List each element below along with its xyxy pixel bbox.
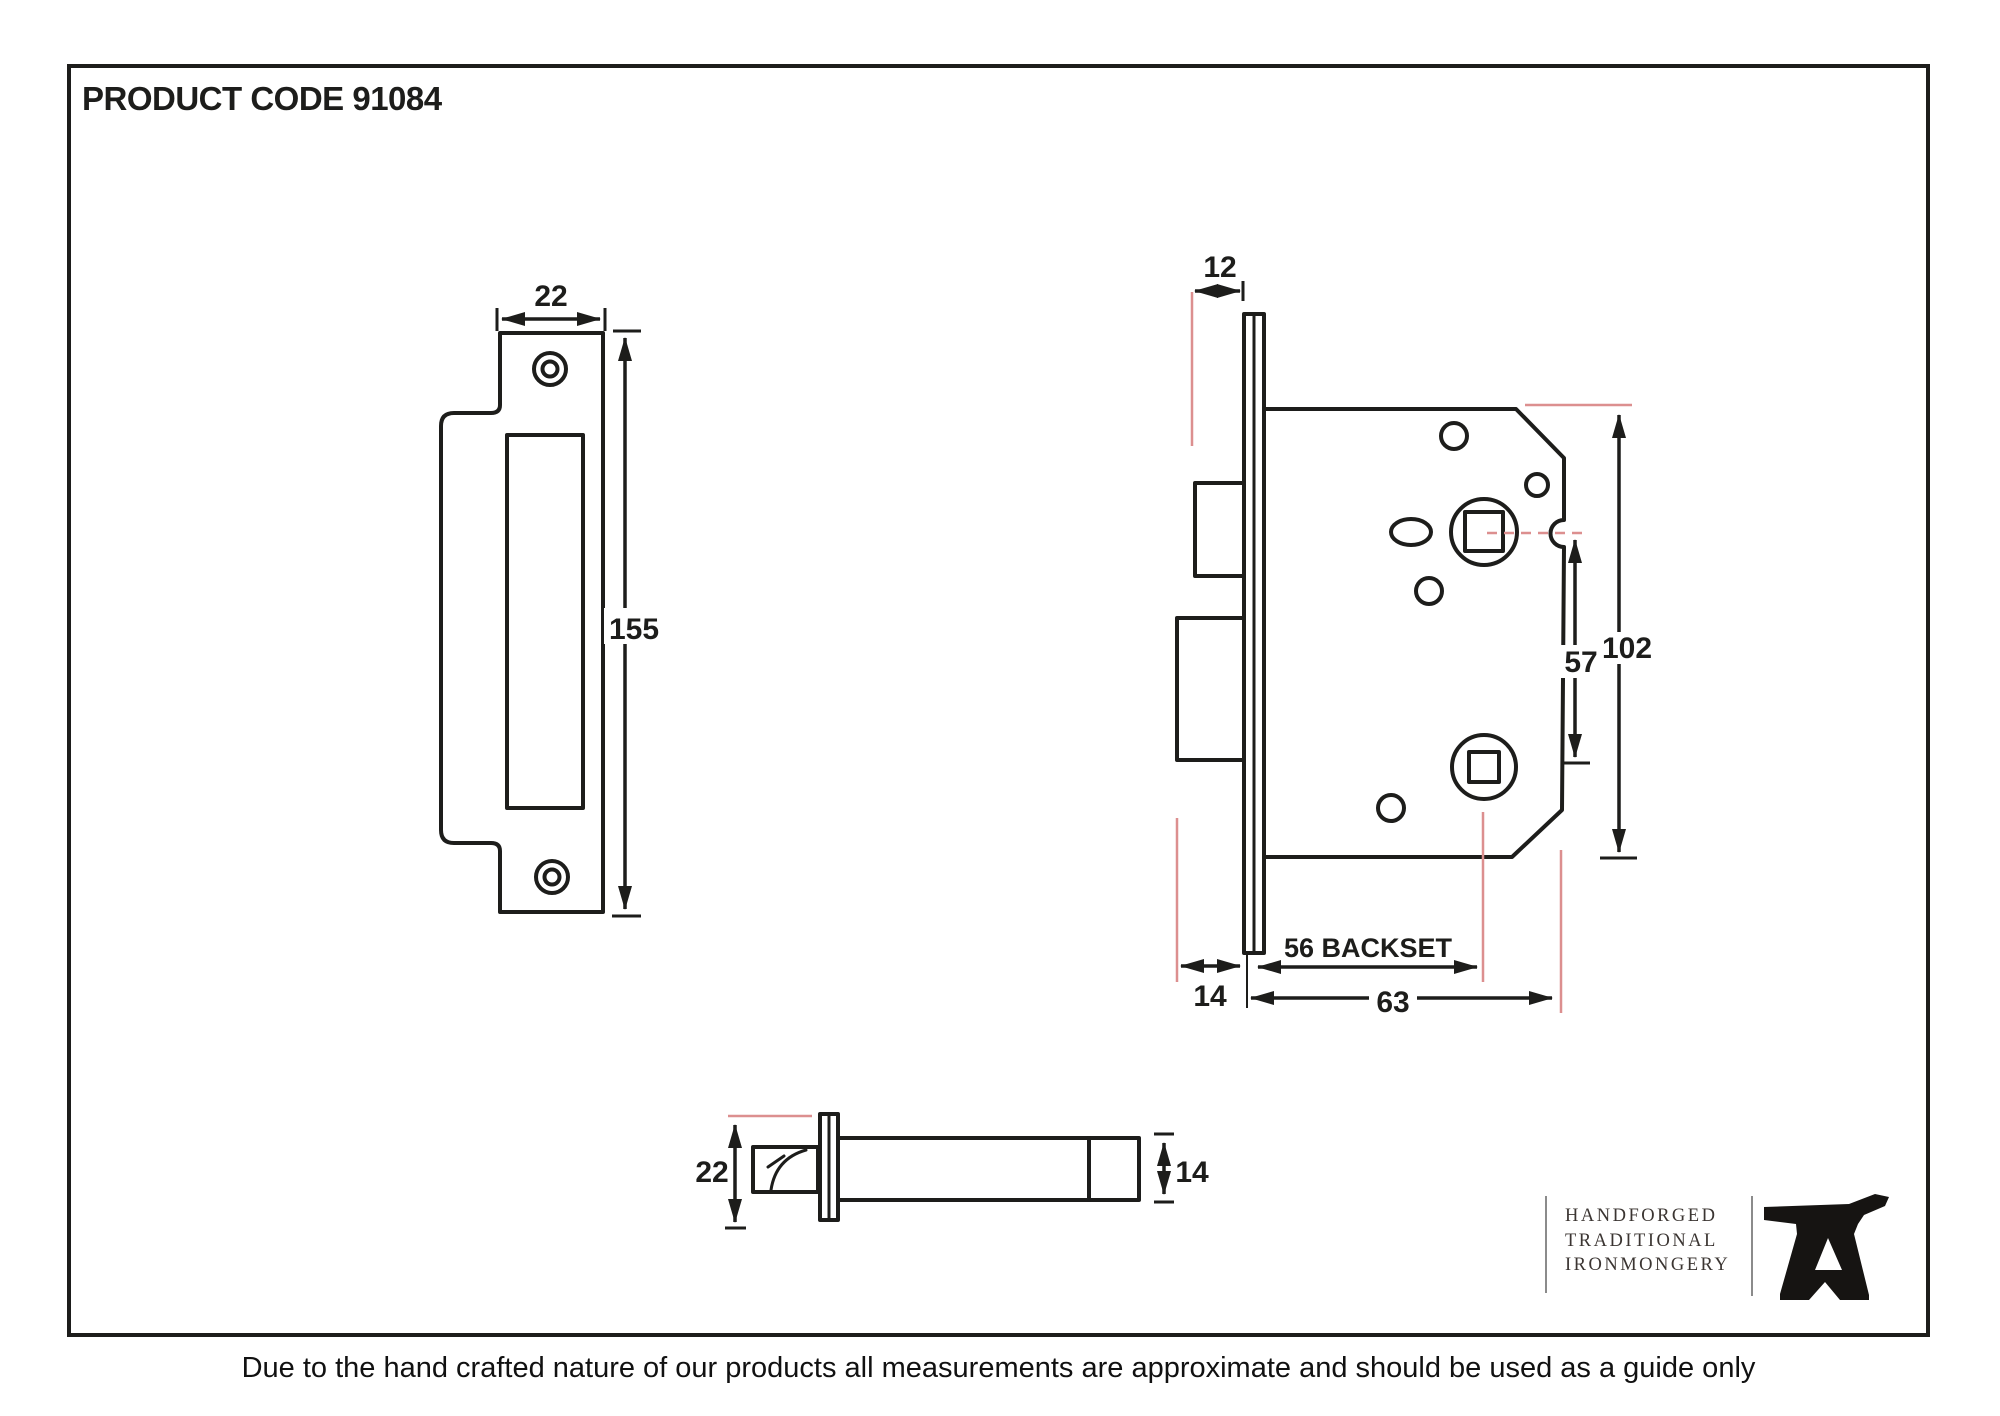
case-setback-label: 14 xyxy=(1193,980,1227,1013)
case-hole-top xyxy=(1439,421,1469,451)
case-oval-hole xyxy=(1389,517,1433,547)
logo-wordmark: HANDFORGED TRADITIONAL IRONMONGERY xyxy=(1565,1204,1755,1278)
lock-body-figure: 12 14 56 BACKSET 63 57 102 xyxy=(1175,251,1656,1019)
spindle-follower xyxy=(1449,497,1519,567)
backset-label: 56 BACKSET xyxy=(1284,933,1453,963)
thumbturn-square-hole xyxy=(1467,750,1501,784)
strike-screw-hole-bottom-inner xyxy=(542,867,562,887)
label-backing xyxy=(1599,632,1656,664)
latch-bolt-figure: 22 14 xyxy=(695,1112,1209,1230)
lock-case-outline xyxy=(1262,407,1566,859)
latch-shaft-height-label: 14 xyxy=(1175,1156,1209,1189)
logo-line-3: IRONMONGERY xyxy=(1565,1255,1731,1275)
label-backing xyxy=(1559,645,1603,678)
thumbturn-follower xyxy=(1450,733,1518,801)
case-hole-mid xyxy=(1414,576,1444,606)
logo-line-1: HANDFORGED xyxy=(1565,1206,1718,1226)
latchbolt-block xyxy=(1193,481,1246,578)
product-code: PRODUCT CODE 91084 xyxy=(82,80,442,117)
label-backing xyxy=(1369,986,1417,1016)
strike-height-label: 155 xyxy=(609,613,659,646)
label-backing xyxy=(604,608,664,644)
latch-head-height-label: 22 xyxy=(695,1156,728,1189)
case-hole-bottom xyxy=(1376,793,1406,823)
strike-screw-hole-top-inner xyxy=(540,359,560,379)
logo-line-2: TRADITIONAL xyxy=(1565,1230,1718,1251)
logo-divider-rule xyxy=(1751,1196,1753,1296)
strike-screw-hole-bottom xyxy=(534,859,570,895)
spindle-square-hole xyxy=(1463,510,1505,553)
latch-shaft xyxy=(836,1136,1141,1202)
sheet-border xyxy=(67,64,1930,1337)
disclaimer-text: Due to the hand crafted nature of our pr… xyxy=(241,1352,1756,1384)
strike-plate-outline xyxy=(439,331,605,914)
case-depth-label: 63 xyxy=(1376,986,1409,1019)
strike-plate-figure: 22 155 xyxy=(439,280,664,918)
strike-plate-slot xyxy=(505,433,585,810)
case-height-label: 102 xyxy=(1602,632,1652,665)
strike-screw-hole-top xyxy=(532,351,568,387)
anvil-icon xyxy=(1764,1194,1889,1300)
strike-width-label: 22 xyxy=(534,280,567,313)
deadbolt-block xyxy=(1175,616,1246,762)
latch-bevel-edge xyxy=(766,1154,786,1169)
case-hole-right xyxy=(1524,472,1550,498)
logo-left-rule xyxy=(1545,1196,1547,1293)
faceplate-thickness-label: 12 xyxy=(1203,251,1236,284)
follower-centres-label: 57 xyxy=(1564,646,1597,679)
latch-bevel-curve xyxy=(769,1148,808,1192)
latch-head xyxy=(751,1145,820,1194)
